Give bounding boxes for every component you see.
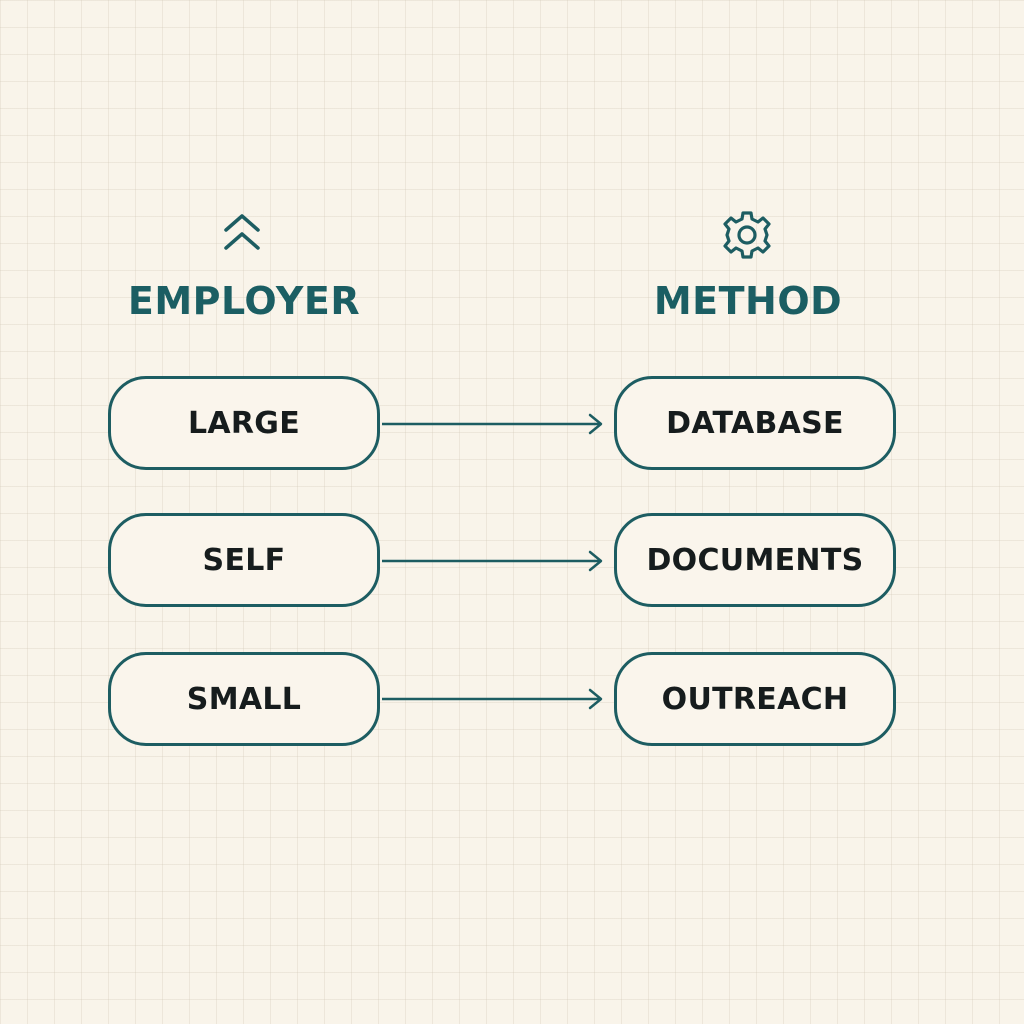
method-node-database: DATABASE [614, 376, 896, 470]
method-node-outreach: OUTREACH [614, 652, 896, 746]
method-heading: METHOD [653, 279, 843, 323]
connector-arrow-small [382, 688, 603, 710]
node-label: SMALL [186, 681, 302, 717]
employer-node-small: SMALL [108, 652, 380, 746]
node-label: SELF [202, 542, 286, 578]
employer-node-large: LARGE [108, 376, 380, 470]
gear-icon [720, 208, 774, 262]
employer-heading: EMPLOYER [127, 279, 361, 323]
node-label: DOCUMENTS [646, 542, 864, 578]
connector-arrow-large [382, 413, 603, 435]
double-chevron-up-icon [220, 208, 264, 256]
node-label: LARGE [187, 405, 301, 441]
method-node-documents: DOCUMENTS [614, 513, 896, 607]
employer-node-self: SELF [108, 513, 380, 607]
connector-arrow-self [382, 550, 603, 572]
node-label: OUTREACH [661, 681, 849, 717]
node-label: DATABASE [666, 405, 844, 441]
